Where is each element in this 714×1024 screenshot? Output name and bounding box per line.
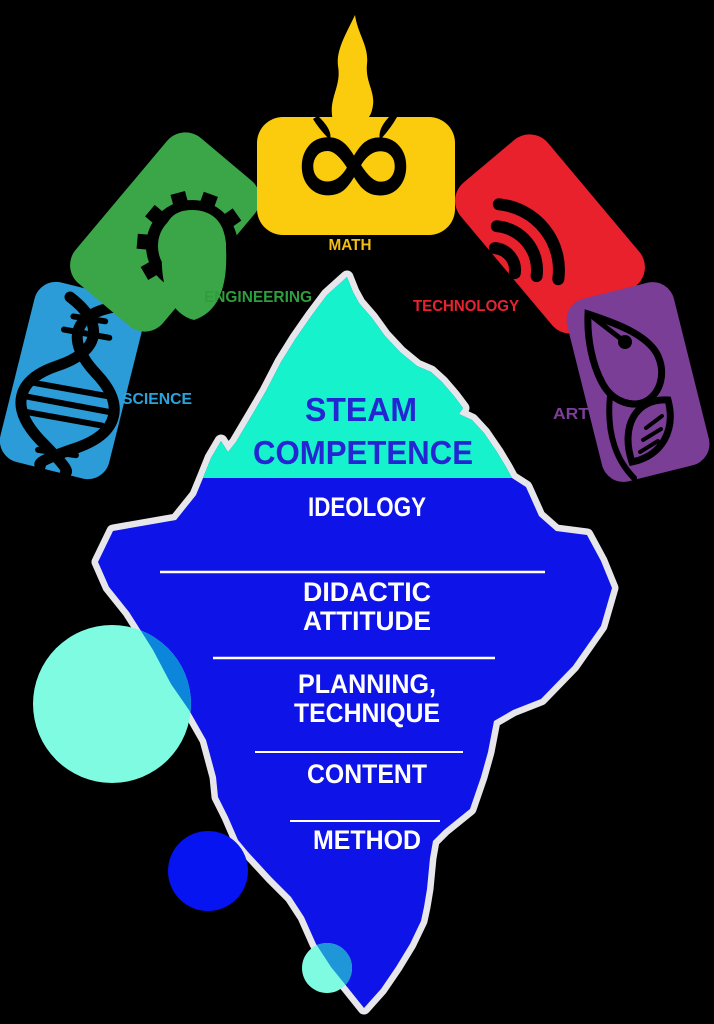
layer-planning-technique-line1: PLANNING, (298, 669, 436, 699)
flame-icon (331, 15, 374, 127)
gear-teeth (136, 190, 247, 284)
layer-didactic-attitude-line1: DIDACTIC (303, 577, 431, 607)
gear-tooth (136, 233, 150, 250)
gear-icon (136, 190, 247, 320)
gear-tooth (140, 261, 159, 280)
gear-tooth (222, 264, 242, 284)
gear-tooth (222, 208, 242, 228)
gear-tooth (170, 190, 189, 207)
layer-didactic-attitude-line2: ATTITUDE (303, 606, 431, 636)
pen-nib-icon (584, 309, 674, 481)
leaf-veins (638, 414, 664, 454)
engineering-label: ENGINEERING (204, 289, 312, 306)
wifi-icon (488, 198, 565, 286)
layer-ideology: IDEOLOGY (308, 492, 426, 522)
gear-center-blob (161, 210, 227, 320)
large-teal-circle (33, 625, 191, 783)
math-block (257, 117, 455, 235)
gear-tooth (145, 204, 164, 225)
art-block (566, 282, 710, 482)
blue-circle (168, 831, 248, 911)
gear-tooth (199, 191, 218, 209)
flame-notch (313, 116, 331, 140)
art-label: ART (553, 406, 589, 423)
science-label: SCIENCE (122, 391, 192, 408)
dna-icon (15, 291, 123, 479)
iceberg-title-line1: STEAM (305, 391, 417, 428)
layer-planning-technique-line2: TECHNIQUE (294, 698, 440, 728)
technology-label: TECHNOLOGY (413, 298, 519, 315)
dna-strand (34, 301, 123, 472)
math-label: MATH (329, 237, 372, 254)
iceberg-layers: IDEOLOGY DIDACTIC ATTITUDE PLANNING, TEC… (160, 492, 545, 855)
layer-method: METHOD (313, 825, 421, 855)
decorative-circles (33, 625, 352, 993)
dna-rungs (23, 313, 113, 459)
gear-tooth (235, 238, 247, 254)
iceberg-title-line2: COMPETENCE (253, 434, 473, 471)
steam-arch: ∞ SCIENCE ENGINEERING MATH TE (0, 15, 710, 482)
layer-content: CONTENT (307, 759, 427, 789)
infinity-icon: ∞ (287, 79, 421, 242)
flame-notch (379, 114, 397, 140)
